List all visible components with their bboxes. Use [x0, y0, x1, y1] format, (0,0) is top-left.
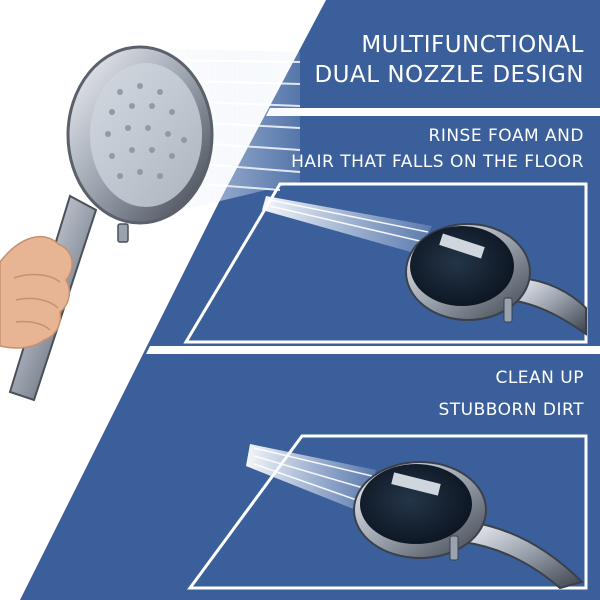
divider-middle	[146, 346, 600, 354]
headline-line-1: MULTIFUNCTIONAL	[361, 32, 584, 58]
hand-holding-shower-head-icon	[0, 45, 301, 402]
panel-1-frame	[183, 182, 588, 344]
panel-2-caption-line-2: STUBBORN DIRT	[438, 400, 584, 420]
panel-1-caption-line-1: RINSE FOAM AND	[428, 126, 584, 146]
panel-1-caption-line-2: HAIR THAT FALLS ON THE FLOOR	[291, 152, 584, 172]
headline-line-2: DUAL NOZZLE DESIGN	[314, 62, 584, 88]
panel-1-water-spray-icon	[262, 196, 432, 254]
panel-2-water-spray-icon	[246, 444, 376, 514]
blue-background	[20, 0, 600, 600]
divider-upper	[266, 108, 600, 116]
panel-2-caption-line-1: CLEAN UP	[495, 368, 584, 388]
panel-2-frame	[187, 434, 588, 590]
panel-2-back-nozzle-shower-head-icon	[246, 444, 584, 590]
panel-1-back-nozzle-shower-head-icon	[262, 196, 587, 336]
